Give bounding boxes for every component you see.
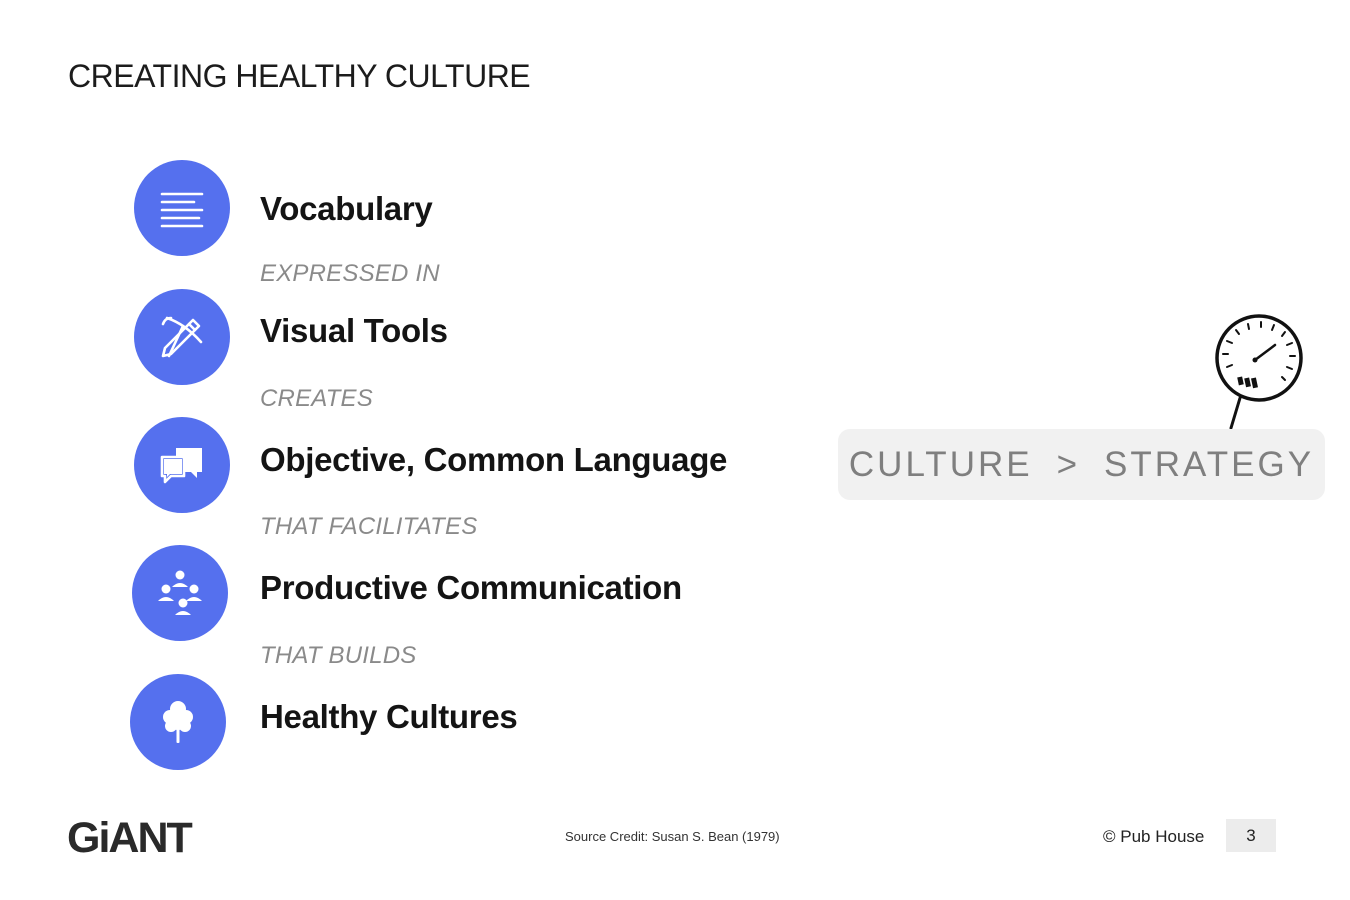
giant-logo: GiANT [67, 814, 195, 858]
text-lines-icon [160, 192, 204, 228]
speedometer-icon [1215, 314, 1303, 430]
step-icon-healthy-cultures [130, 674, 226, 770]
tree-icon [163, 701, 193, 743]
svg-text:GiANT: GiANT [67, 814, 193, 858]
connector-that-facilitates: THAT FACILITATES [260, 513, 478, 540]
page-title: CREATING HEALTHY CULTURE [68, 58, 531, 94]
step-icon-common-language [134, 417, 230, 513]
connector-that-builds: THAT BUILDS [260, 642, 417, 669]
callout-operator: > [1056, 444, 1081, 484]
connector-creates: CREATES [260, 385, 373, 412]
step-icon-visual-tools [134, 289, 230, 385]
pencil-pickaxe-icon [161, 316, 203, 358]
step-icon-vocabulary [134, 160, 230, 256]
step-title-visual-tools: Visual Tools [260, 312, 448, 349]
page-number: 3 [1226, 819, 1276, 852]
step-icon-productive-communication [132, 545, 228, 641]
step-title-productive-communication: Productive Communication [260, 569, 682, 606]
step-title-common-language: Objective, Common Language [260, 441, 728, 478]
step-title-vocabulary: Vocabulary [260, 190, 433, 227]
group-people-icon [158, 570, 202, 615]
copyright: © Pub House [1103, 827, 1205, 846]
source-credit: Source Credit: Susan S. Bean (1979) [565, 829, 780, 844]
callout-strategy-text: STRATEGY [1104, 444, 1315, 484]
step-title-healthy-cultures: Healthy Cultures [260, 698, 518, 735]
connector-expressed-in: EXPRESSED IN [260, 260, 440, 287]
chat-bubbles-icon [160, 448, 202, 484]
callout-culture-text: CULTURE [848, 444, 1033, 484]
culture-strategy-callout: CULTURE > STRATEGY [838, 429, 1325, 500]
